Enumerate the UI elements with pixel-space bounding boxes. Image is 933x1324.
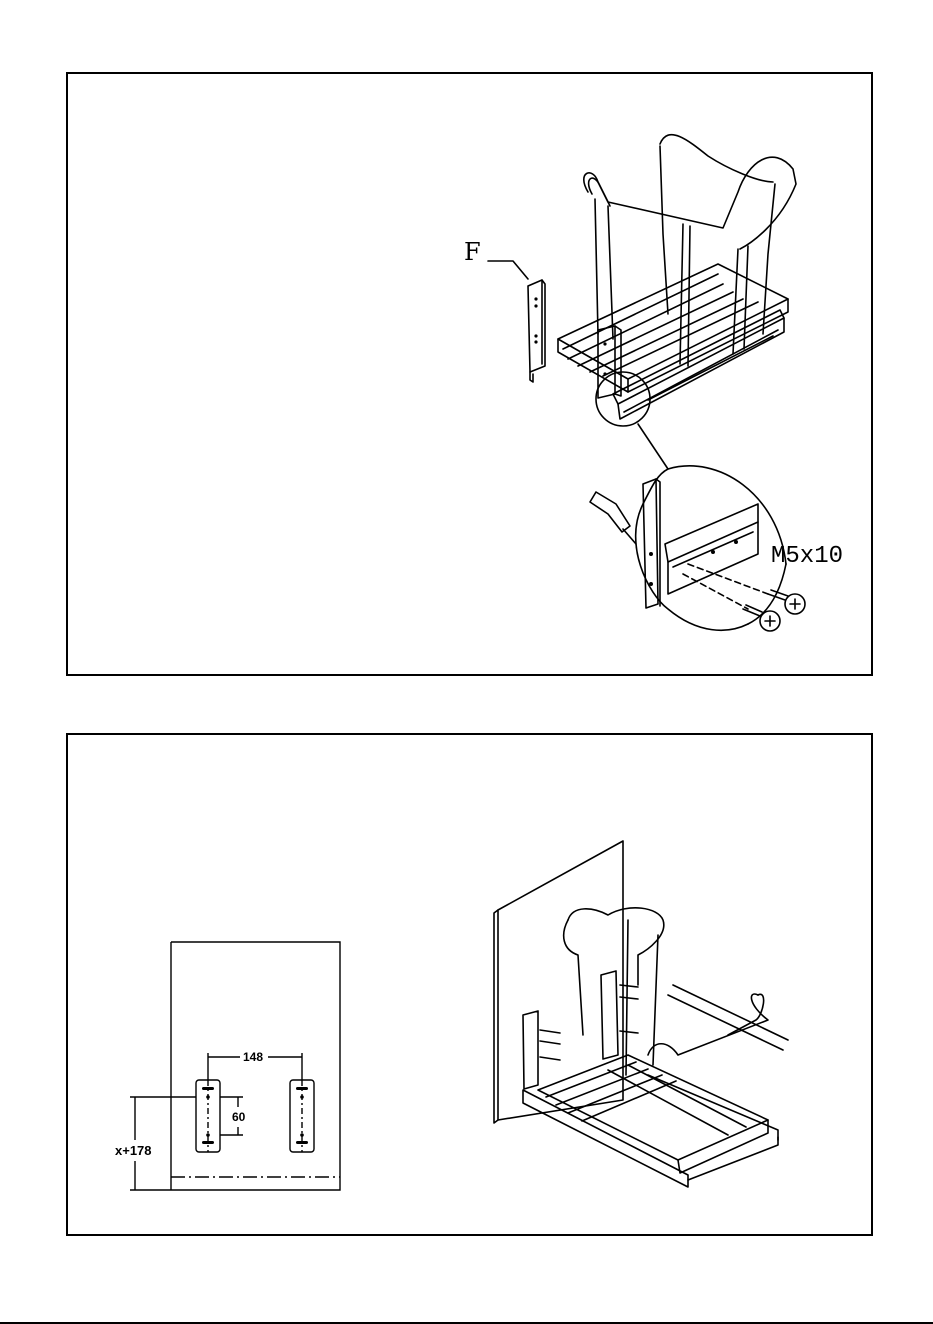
cabinet-mount-illustration: 148 60 x+178 [68,735,875,1238]
wire-basket [558,135,796,419]
part-f-label: F [464,238,481,266]
dimension-spacing-label: 60 [232,1110,246,1124]
basket-mount-illustration: F M5x10 [68,74,875,678]
step-panel-2: 148 60 x+178 [66,733,873,1236]
bracket-f [488,261,545,382]
installed-basket [494,841,788,1187]
screw-size-label: M5x10 [771,543,843,570]
dimension-height-label: x+178 [115,1143,152,1158]
callout-leader-line [638,424,668,469]
cabinet-side-drawing [130,942,340,1190]
dimension-width-label: 148 [243,1050,263,1064]
step-panel-1: F M5x10 [66,72,873,676]
